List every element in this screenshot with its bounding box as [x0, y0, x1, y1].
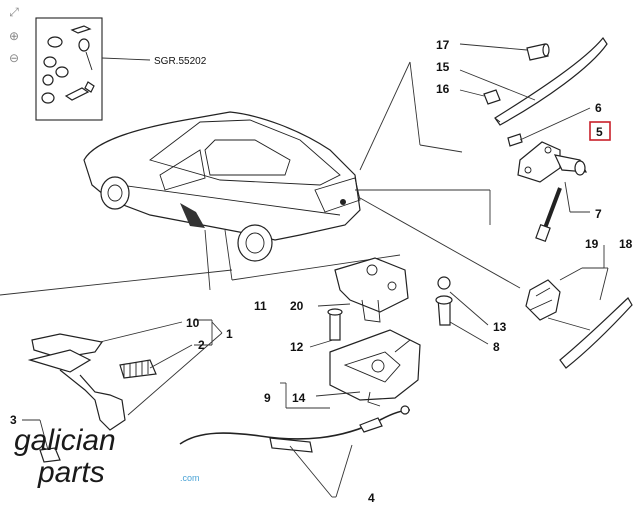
- label-17[interactable]: 17: [436, 38, 450, 52]
- label-3[interactable]: 3: [10, 413, 17, 427]
- label-16[interactable]: 16: [436, 82, 450, 96]
- label-8[interactable]: 8: [493, 340, 500, 354]
- label-10[interactable]: 10: [186, 316, 200, 330]
- brand-watermark: galician parts .com: [14, 424, 200, 489]
- lock-mechanism: [329, 329, 421, 407]
- label-2[interactable]: 2: [198, 338, 205, 352]
- label-9[interactable]: 9: [264, 391, 271, 405]
- trunk-seal: [525, 279, 633, 369]
- label-5[interactable]: 5: [596, 125, 603, 139]
- release-cable: [179, 405, 411, 453]
- label-1[interactable]: 1: [226, 327, 233, 341]
- fit-screen-icon[interactable]: ⤢: [9, 5, 19, 19]
- zoom-in-icon[interactable]: ⊕: [8, 29, 20, 43]
- car-illustration: [0, 111, 401, 296]
- label-7[interactable]: 7: [595, 207, 602, 221]
- tailgate-handle: [483, 36, 608, 126]
- watermark-suffix: .com: [180, 473, 200, 483]
- label-19[interactable]: 19: [585, 237, 599, 251]
- label-4[interactable]: 4: [368, 491, 375, 505]
- label-12[interactable]: 12: [290, 340, 304, 354]
- watermark-line2: parts: [37, 456, 105, 489]
- label-13[interactable]: 13: [493, 320, 507, 334]
- label-6[interactable]: 6: [595, 101, 602, 115]
- reference-code: SGR.55202: [154, 56, 207, 67]
- release-lever: [27, 333, 157, 463]
- key-set-group: SGR.55202: [35, 17, 207, 121]
- watermark-line1: galician: [14, 424, 116, 457]
- screws: [327, 276, 453, 341]
- label-20[interactable]: 20: [290, 299, 304, 313]
- label-18[interactable]: 18: [619, 237, 633, 251]
- label-11[interactable]: 11: [254, 299, 267, 313]
- label-15[interactable]: 15: [436, 60, 450, 74]
- label-14[interactable]: 14: [292, 391, 306, 405]
- lock-cylinder: [507, 133, 588, 243]
- highlight-box-5: [589, 121, 611, 141]
- zoom-out-icon[interactable]: ⊖: [8, 51, 20, 65]
- striker: [334, 257, 409, 323]
